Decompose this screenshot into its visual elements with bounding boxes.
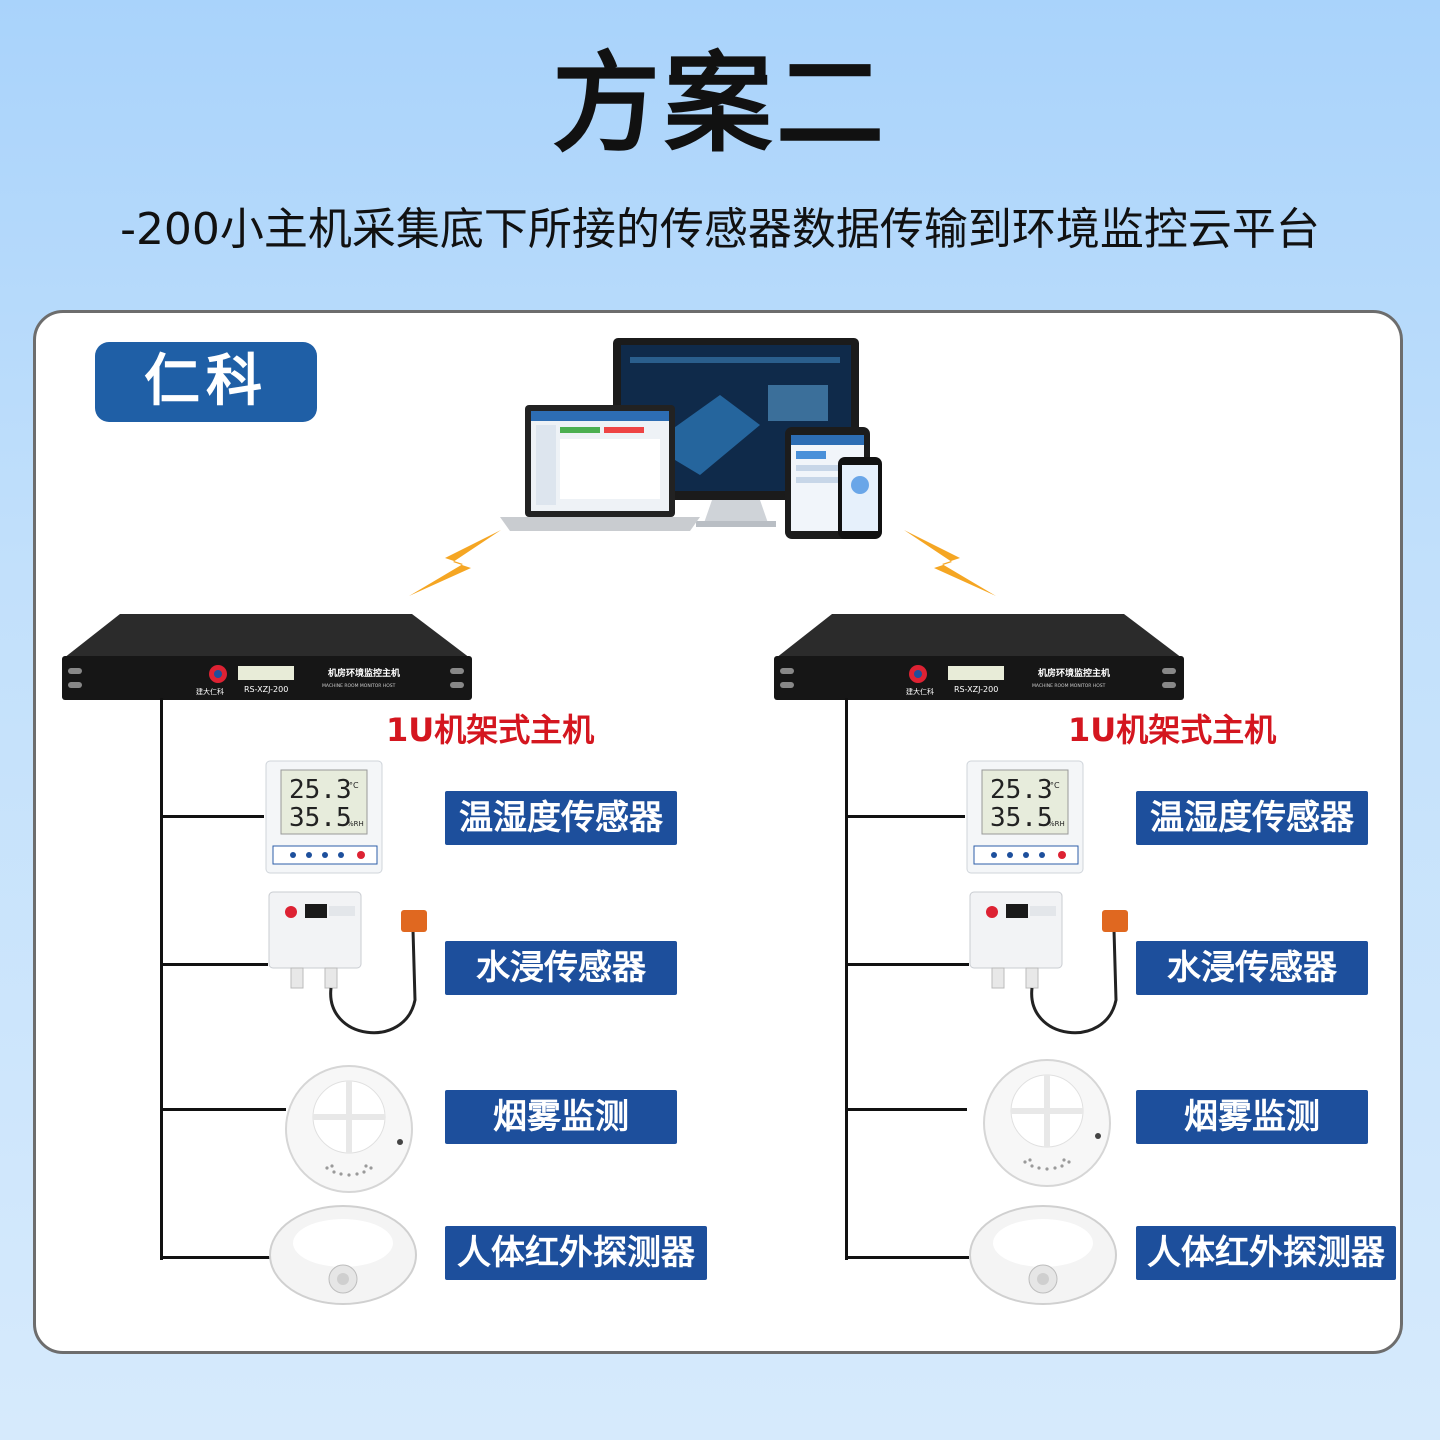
rack-host-right: 建大仁科 RS-XZJ-200 机房环境监控主机 MACHINE ROOM MO… [772,612,1186,702]
host-panel-subtitle: MACHINE ROOM MONITOR HOST [1032,683,1106,689]
smoke-detector-left [282,1062,416,1196]
label-infrared-left: 人体红外探测器 [445,1226,707,1280]
page-subtitle: -200小主机采集底下所接的传感器数据传输到环境监控云平台 [120,204,1320,255]
host-model-text: RS-XZJ-200 [954,685,998,694]
bus-line-left [160,698,163,1260]
host-panel-subtitle: MACHINE ROOM MONITOR HOST [322,683,396,689]
branch-infrared-left [160,1256,270,1259]
branch-temp-left [160,815,264,818]
host-model-text: RS-XZJ-200 [244,685,288,694]
smoke-detector-right [980,1056,1114,1190]
label-temp-humidity-left: 温湿度传感器 [445,791,677,845]
temperature-unit: °C [1050,781,1060,790]
label-infrared-right: 人体红外探测器 [1136,1226,1396,1280]
branch-smoke-right [845,1108,967,1111]
temperature-unit: °C [349,781,359,790]
infrared-detector-left [268,1203,418,1307]
humidity-unit: %RH [347,820,364,828]
branch-infrared-right [845,1256,969,1259]
host-caption-left: 1U机架式主机 [386,711,595,749]
wireless-link-right-icon [900,528,1000,600]
label-water-left: 水浸传感器 [445,941,677,995]
temperature-readout: 25.3 [289,775,352,805]
cloud-platform-devices [500,335,890,545]
label-smoke-right: 烟雾监测 [1136,1090,1368,1144]
host-caption-right: 1U机架式主机 [1068,711,1277,749]
host-logo-text: 建大仁科 [196,687,224,696]
label-water-right: 水浸传感器 [1136,941,1368,995]
temp-humidity-sensor-right: 25.3 °C 35.5 %RH [966,760,1086,875]
branch-smoke-left [160,1108,286,1111]
host-panel-title: 机房环境监控主机 [328,667,400,679]
bus-line-right [845,698,848,1260]
laptop-icon [500,405,700,531]
label-smoke-left: 烟雾监测 [445,1090,677,1144]
host-logo-text: 建大仁科 [906,687,934,696]
humidity-readout: 35.5 [289,803,352,833]
branch-temp-right [845,815,965,818]
humidity-readout: 35.5 [990,803,1053,833]
smartphone-icon [838,457,882,539]
water-sensor-left [265,890,435,1050]
page-title: 方案二 [551,42,888,167]
brand-badge: 仁科 [95,342,317,422]
temperature-readout: 25.3 [990,775,1053,805]
infrared-detector-right [968,1203,1118,1307]
rack-host-left: 建大仁科 RS-XZJ-200 机房环境监控主机 MACHINE ROOM MO… [60,612,474,702]
water-sensor-right [966,890,1136,1050]
temp-humidity-sensor-left: 25.3 °C 35.5 %RH [265,760,385,875]
label-temp-humidity-right: 温湿度传感器 [1136,791,1368,845]
branch-water-left [160,963,268,966]
branch-water-right [845,963,969,966]
wireless-link-left-icon [405,528,505,600]
humidity-unit: %RH [1048,820,1065,828]
host-panel-title: 机房环境监控主机 [1038,667,1110,679]
